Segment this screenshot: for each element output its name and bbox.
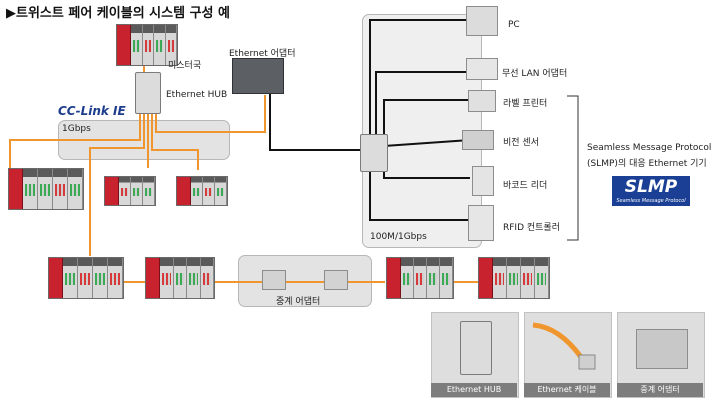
- slmp-logo: SLMP Seamless Message Protocol: [612, 176, 690, 206]
- cable-barcode: [383, 152, 470, 179]
- speed-100m-label: 100M/1Gbps: [370, 232, 427, 242]
- master-plc: [116, 24, 178, 66]
- device-label-wireless: 무선 LAN 어댑터: [502, 69, 568, 79]
- plc-left-2: [104, 176, 156, 206]
- label-printer-icon: [468, 90, 496, 112]
- device-label-barcode: 바코드 리더: [503, 181, 548, 191]
- device-label-vision: 비전 센서: [503, 138, 539, 148]
- hub-label: Ethernet HUB: [166, 90, 228, 100]
- master-label: 미스터국: [168, 61, 202, 71]
- cable-adapter-switch: [269, 90, 362, 151]
- relay-adapter-right: [324, 270, 348, 290]
- cable-vision: [383, 139, 471, 147]
- plc-left-1: [8, 168, 84, 210]
- plc-bottom-2: [145, 257, 215, 299]
- legend-relay-image: [636, 329, 688, 369]
- legend-caption-cable: Ethernet 케이블: [524, 383, 610, 397]
- barcode-reader-icon: [472, 166, 494, 196]
- pc-icon: [466, 6, 498, 36]
- speed-1gbps-label: 1Gbps: [62, 124, 91, 134]
- relay-adapter-left: [262, 270, 286, 290]
- wireless-lan-icon: [466, 58, 498, 80]
- plc-left-3: [176, 176, 228, 206]
- slmp-bracket: [567, 95, 579, 241]
- plc-bottom-3: [386, 257, 454, 299]
- ethernet-switch: [360, 134, 388, 172]
- ethernet-adapter: [232, 58, 284, 94]
- page-title: ▶트위스트 페어 케이블의 시스템 구성 예: [6, 6, 230, 21]
- adapter-label: Ethernet 어댑터: [229, 49, 296, 59]
- device-label-rfid: RFID 컨트롤러: [503, 223, 560, 233]
- cable-hub-right-plc: [151, 110, 199, 170]
- relay-adapter-label: 중계 어댑터: [276, 297, 321, 307]
- legend-cable-image: [532, 322, 596, 370]
- slmp-logo-subtext: Seamless Message Protocol: [616, 198, 686, 204]
- slmp-desc-line2: (SLMP)의 대응 Ethernet 기기: [587, 159, 707, 169]
- legend-caption-hub: Ethernet HUB: [431, 383, 517, 397]
- cable-pc: [369, 19, 470, 140]
- slmp-logo-text: SLMP: [624, 177, 678, 197]
- legend-caption-relay: 중계 어댑터: [617, 383, 703, 397]
- vision-sensor-icon: [462, 130, 494, 150]
- cclink-logo: CC-Link IE: [58, 104, 126, 118]
- cable-hub-bottom-ring: [89, 110, 145, 256]
- cable-wireless: [375, 71, 470, 140]
- slmp-desc-line1: Seamless Message Protocol: [587, 143, 712, 153]
- device-label-printer: 라벨 프린터: [503, 99, 548, 109]
- legend-hub-image: [460, 321, 492, 375]
- cable-rfid: [369, 162, 470, 221]
- cable-hub-left-plc: [9, 110, 141, 168]
- plc-bottom-4: [478, 257, 550, 299]
- plc-bottom-1: [48, 257, 124, 299]
- ethernet-hub: [135, 72, 161, 114]
- cable-printer: [383, 99, 470, 140]
- device-label-pc: PC: [508, 20, 520, 30]
- rfid-controller-icon: [468, 205, 494, 241]
- cable-hub-adapter: [155, 95, 266, 133]
